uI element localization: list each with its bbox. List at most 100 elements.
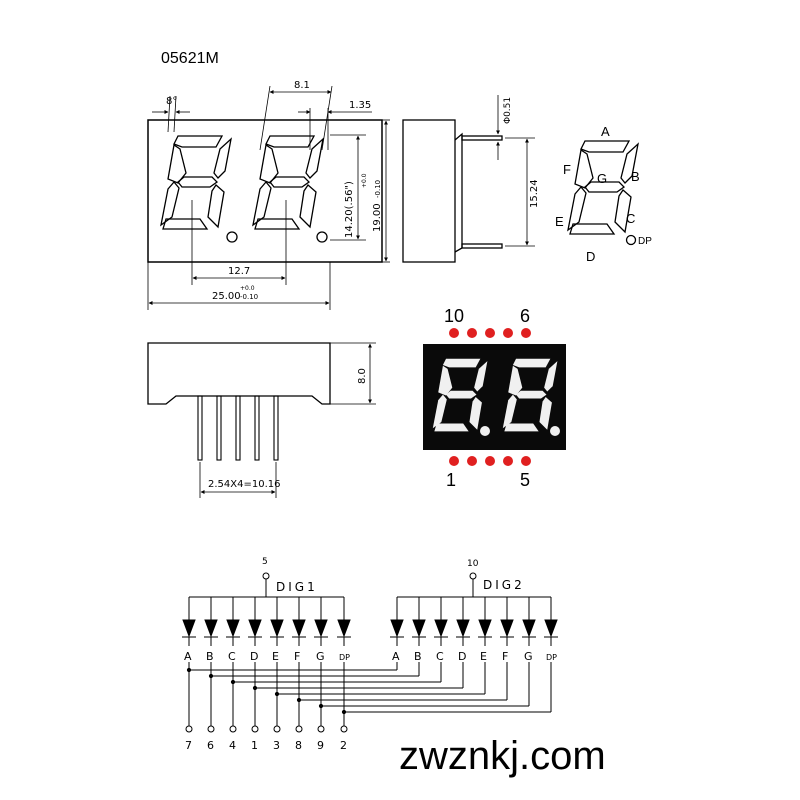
width-tol-minus: -0.10	[240, 293, 258, 301]
pin-offset-label: 15.24	[529, 179, 540, 208]
photo-pin-5: 5	[520, 470, 530, 490]
dig1-diode-dp	[337, 597, 351, 646]
front-view	[147, 85, 390, 310]
dig2-label: DIG2	[483, 578, 525, 592]
pin-terminal-4	[229, 725, 237, 733]
legend-label-b: B	[631, 169, 640, 184]
legend-label-dp: DP	[638, 236, 652, 247]
dig1-diode-d	[248, 597, 262, 646]
dig1-segment-label: G	[316, 650, 325, 663]
product-photo	[423, 328, 566, 466]
segment-legend	[567, 140, 639, 246]
part-number-title: 05621M	[161, 50, 219, 67]
schematic	[182, 572, 558, 733]
dig1-diode-a	[182, 597, 196, 646]
pin-number-label: 8	[295, 739, 302, 752]
pin-number-label: 9	[317, 739, 324, 752]
dig2-terminal	[469, 572, 477, 580]
dig1-segment-label: F	[294, 650, 300, 663]
height-tol-minus: -0.10	[374, 180, 382, 198]
dig2-pin-label: 10	[467, 559, 479, 569]
watermark: zwznkj.com	[399, 734, 606, 778]
pin-number-label: 4	[229, 739, 236, 752]
slant-offset-label: 1.35	[349, 100, 371, 111]
depth-label: 8.0	[357, 368, 368, 384]
height-tol-plus: +0.0	[361, 173, 368, 188]
angle-label: 8°	[166, 96, 177, 107]
dig2-diode-b	[412, 597, 426, 646]
pin-terminal-1	[251, 725, 259, 733]
photo-dp-2	[550, 426, 560, 436]
dig1-diode-f	[292, 597, 306, 646]
dig1-segment-label: B	[206, 650, 214, 663]
legend-label-e: E	[555, 214, 564, 229]
legend-label-a: A	[601, 124, 610, 139]
digit-spacing-label: 12.7	[228, 266, 250, 277]
dp-1-outline	[226, 231, 238, 243]
dig1-terminal	[262, 572, 270, 580]
bottom-body	[147, 342, 331, 405]
digit-height-label: 14.20(.56")	[344, 181, 355, 238]
bottom-pins	[197, 395, 279, 461]
side-pin-top	[461, 135, 503, 141]
dig2-segment-label: F	[502, 650, 508, 663]
legend-label-g: G	[597, 171, 607, 186]
dig2-segment-label: E	[480, 650, 487, 663]
dig1-segment-label: C	[228, 650, 236, 663]
pin-terminal-6	[207, 725, 215, 733]
pitch-label: 8.1	[294, 80, 310, 91]
bottom-view	[147, 342, 376, 498]
pin-terminal-3	[273, 725, 281, 733]
dig1-pin-label: 5	[262, 557, 268, 567]
legend-label-c: C	[626, 211, 635, 226]
pin-number-label: 2	[340, 739, 347, 752]
dig2-segment-label: B	[414, 650, 422, 663]
dig2-segment-label: A	[392, 650, 400, 663]
side-view	[402, 95, 535, 263]
dig2-diode-g	[522, 597, 536, 646]
dig2-diode-a	[390, 597, 404, 646]
digit-2-outline	[252, 135, 324, 230]
dig2-segment-label: G	[524, 650, 533, 663]
bus-junction	[341, 709, 347, 715]
width-label: 25.00	[212, 291, 241, 302]
photo-top-pins	[449, 328, 531, 338]
bus-junction	[230, 679, 236, 685]
bus-junction	[318, 703, 324, 709]
bus-junction	[274, 691, 280, 697]
dig2-diode-d	[456, 597, 470, 646]
dig1-diode-g	[314, 597, 328, 646]
side-pin-bottom	[461, 243, 503, 249]
dig2-segment-label: DP	[546, 653, 557, 662]
dig1-segment-label: DP	[339, 653, 350, 662]
dig2-segment-label: D	[458, 650, 466, 663]
pin-number-label: 1	[251, 739, 258, 752]
dig2-diode-c	[434, 597, 448, 646]
photo-dp-1	[480, 426, 490, 436]
dig2-diode-e	[478, 597, 492, 646]
photo-bottom-pins	[449, 456, 531, 466]
bus-junction	[208, 673, 214, 679]
pin-number-label: 3	[273, 739, 280, 752]
pin-diameter-label: Φ0.51	[503, 97, 513, 124]
bus-junction	[252, 685, 258, 691]
dig2-diode-dp	[544, 597, 558, 646]
dig2-diode-f	[500, 597, 514, 646]
dp-2-outline	[316, 231, 328, 243]
dig1-diode-b	[204, 597, 218, 646]
side-body	[402, 119, 456, 263]
pin-number-label: 7	[185, 739, 192, 752]
photo-pin-1: 1	[446, 470, 456, 490]
pin-terminal-9	[317, 725, 325, 733]
bus-junction	[186, 667, 192, 673]
dig1-label: DIG1	[276, 580, 318, 594]
pin-spacing-label: 2.54X4=10.16	[208, 479, 281, 490]
dig1-segment-label: D	[250, 650, 258, 663]
photo-pin-10: 10	[444, 306, 464, 326]
pin-terminal-8	[295, 725, 303, 733]
photo-pin-6: 6	[520, 306, 530, 326]
pin-number-label: 6	[207, 739, 214, 752]
digit-1-outline	[160, 135, 232, 230]
legend-label-f: F	[563, 162, 571, 177]
height-label: 19.00	[372, 203, 383, 232]
